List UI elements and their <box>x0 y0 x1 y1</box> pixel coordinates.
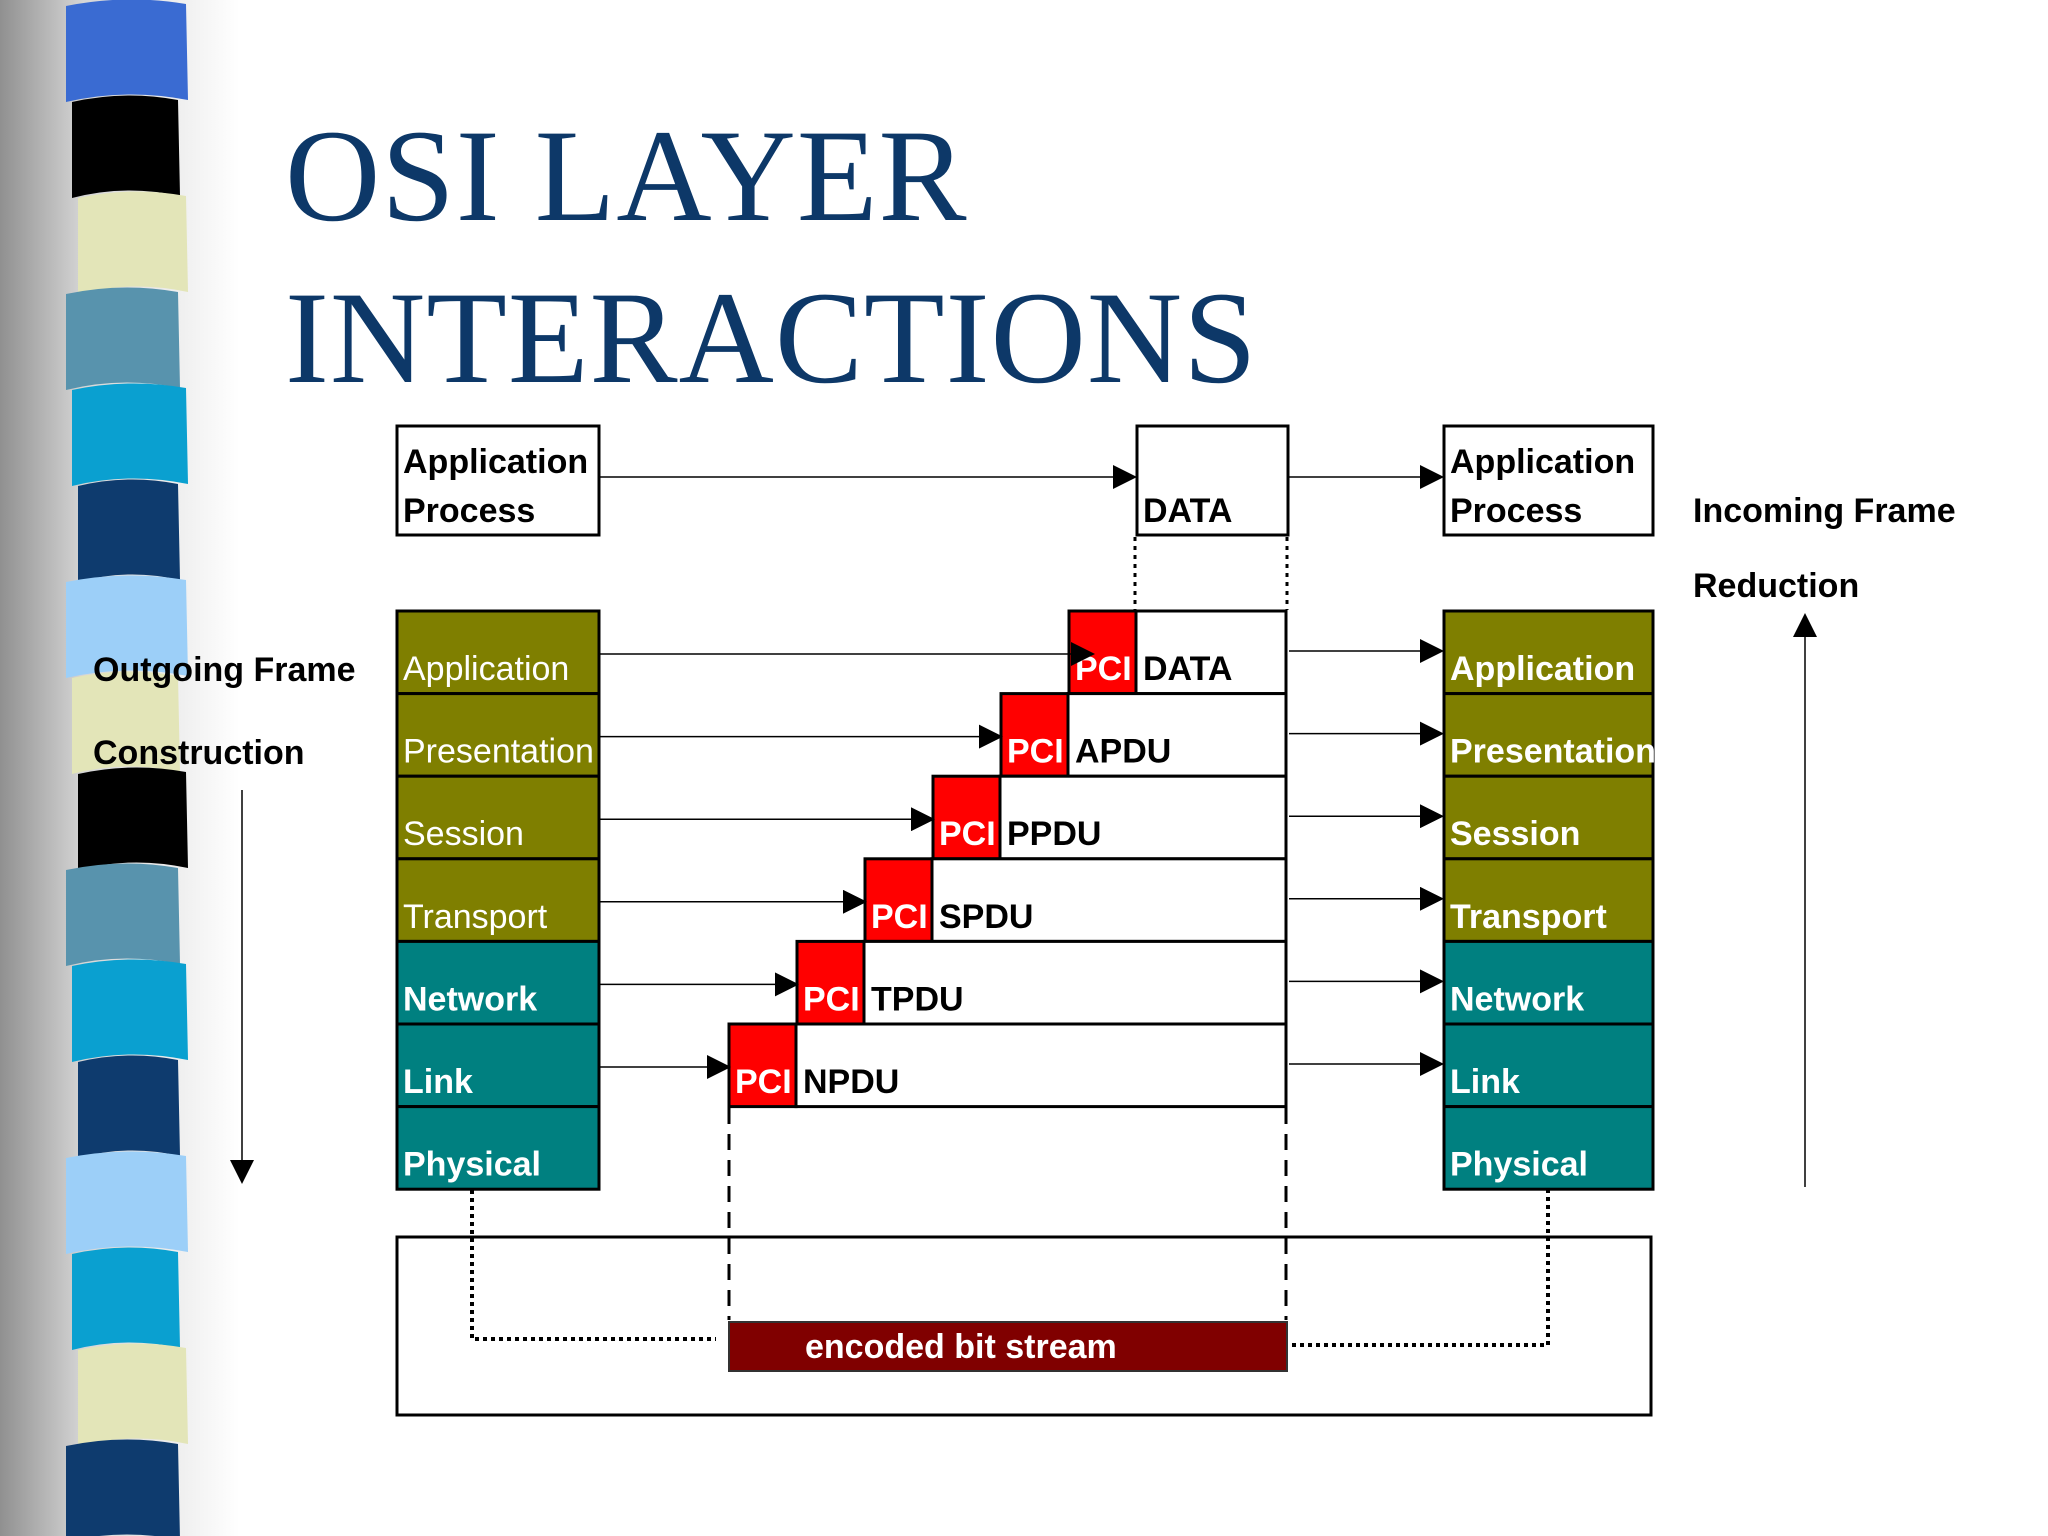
receiver-layer-label-session: Session <box>1450 815 1580 853</box>
sender-layer-presentation <box>395 692 601 778</box>
dotted-stream-to-receiver-physical <box>1292 1190 1550 1347</box>
stripe-segment <box>78 479 180 582</box>
encoded-bit-stream-label: encoded bit stream <box>805 1328 1117 1366</box>
receiver-layer-stack: ApplicationPresentationSessionTransportN… <box>1442 609 1656 1191</box>
receiver-layer-label-presentation: Presentation <box>1450 733 1656 771</box>
stripe-segment <box>66 1439 180 1536</box>
pdu-label-spdu: SPDU <box>939 898 1033 936</box>
sender-layer-label-session: Session <box>403 815 524 853</box>
pdu-box-ppdu <box>998 774 1288 861</box>
stripe-segment <box>72 95 180 198</box>
pci-label: PCI <box>1007 733 1064 771</box>
receiver-layer-label-transport: Transport <box>1450 898 1607 936</box>
layer-arrows <box>599 639 1444 1079</box>
sender-app-process-line1: Application <box>403 443 588 481</box>
receiver-layer-label-network: Network <box>1450 980 1584 1018</box>
sender-layer-label-network: Network <box>403 980 537 1018</box>
receiver-layer-transport <box>1442 857 1655 943</box>
sender-layer-label-physical: Physical <box>403 1146 541 1184</box>
physical-medium-box <box>395 1235 1653 1417</box>
sender-layer-physical <box>395 1105 601 1191</box>
receiver-layer-session <box>1442 774 1655 861</box>
sender-layer-label-transport: Transport <box>403 898 548 936</box>
stripe-segment <box>78 191 188 294</box>
sender-app-process-line2: Process <box>403 492 535 530</box>
sender-layer-label-link: Link <box>403 1063 473 1101</box>
dotted-sender-physical-to-stream <box>470 1190 716 1341</box>
receiver-layer-label-application: Application <box>1450 650 1635 688</box>
decorative-stripe-bar <box>0 0 240 1536</box>
incoming-frame-label: Incoming Frame <box>1693 492 1956 530</box>
receiver-layer-label-physical: Physical <box>1450 1146 1588 1184</box>
receiver-layer-network <box>1442 939 1655 1026</box>
stripe-segment <box>78 1055 180 1158</box>
stripe-segment <box>66 1151 188 1254</box>
receiver-app-process-line1: Application <box>1450 443 1635 481</box>
receiver-layer-physical <box>1442 1105 1655 1191</box>
pdu-label-data: DATA <box>1143 650 1232 688</box>
construction-label: Construction <box>93 734 305 772</box>
stripe-segment <box>72 1247 180 1350</box>
encoded-bit-stream-bar <box>728 1321 1288 1372</box>
top-data-label: DATA <box>1143 492 1232 530</box>
stripe-segment <box>66 287 180 390</box>
sender-layer-link <box>395 1022 601 1109</box>
pdu-box-npdu <box>794 1022 1288 1109</box>
stripe-segment <box>72 671 180 774</box>
stripe-segment <box>66 0 188 102</box>
sender-layer-application <box>395 609 601 696</box>
pdu-label-tpdu: TPDU <box>871 980 964 1018</box>
pci-label: PCI <box>871 898 928 936</box>
receiver-application-process-box <box>1442 424 1655 537</box>
title-line-1: OSI LAYER <box>285 102 968 249</box>
stripe-segment <box>72 959 188 1062</box>
reduction-label: Reduction <box>1693 567 1859 605</box>
receiver-layer-label-link: Link <box>1450 1063 1520 1101</box>
title-line-2: INTERACTIONS <box>285 264 1258 411</box>
pci-header-box <box>863 857 934 943</box>
receiver-layer-presentation <box>1442 692 1655 778</box>
outgoing-frame-label: Outgoing Frame <box>93 651 356 689</box>
pci-label: PCI <box>735 1063 792 1101</box>
receiver-layer-application <box>1442 609 1655 696</box>
sender-layer-stack: ApplicationPresentationSessionTransportN… <box>395 609 601 1191</box>
stripe-segment <box>66 863 180 966</box>
pdu-box-apdu <box>1066 692 1288 778</box>
pci-header-box <box>795 939 866 1026</box>
pci-header-box <box>999 692 1070 778</box>
pdu-label-apdu: APDU <box>1075 733 1171 771</box>
sender-layer-label-presentation: Presentation <box>403 733 594 771</box>
stripe-segment <box>66 575 188 678</box>
receiver-app-process-line2: Process <box>1450 492 1582 530</box>
stripe-segment <box>78 1343 188 1446</box>
stripe-segment <box>78 767 188 870</box>
pdu-encapsulation-stair: PCI DATA PCI APDU PCI PPDU PCI SPDU PCI TPDU PCI NP… <box>727 609 1288 1109</box>
pci-label: PCI <box>1075 650 1132 688</box>
pdu-label-npdu: NPDU <box>803 1063 899 1101</box>
top-data-box <box>1135 424 1290 537</box>
sender-application-process-box <box>395 424 601 537</box>
receiver-layer-link <box>1442 1022 1655 1109</box>
pdu-box-data <box>1134 609 1288 696</box>
pdu-label-ppdu: PPDU <box>1007 815 1101 853</box>
page-title: OSI LAYER INTERACTIONS <box>285 95 1258 419</box>
sender-layer-session <box>395 774 601 861</box>
sender-layer-label-application: Application <box>403 650 569 688</box>
stripe-segment <box>72 383 188 486</box>
pci-label: PCI <box>939 815 996 853</box>
sender-layer-network <box>395 939 601 1026</box>
pci-label: PCI <box>803 980 860 1018</box>
